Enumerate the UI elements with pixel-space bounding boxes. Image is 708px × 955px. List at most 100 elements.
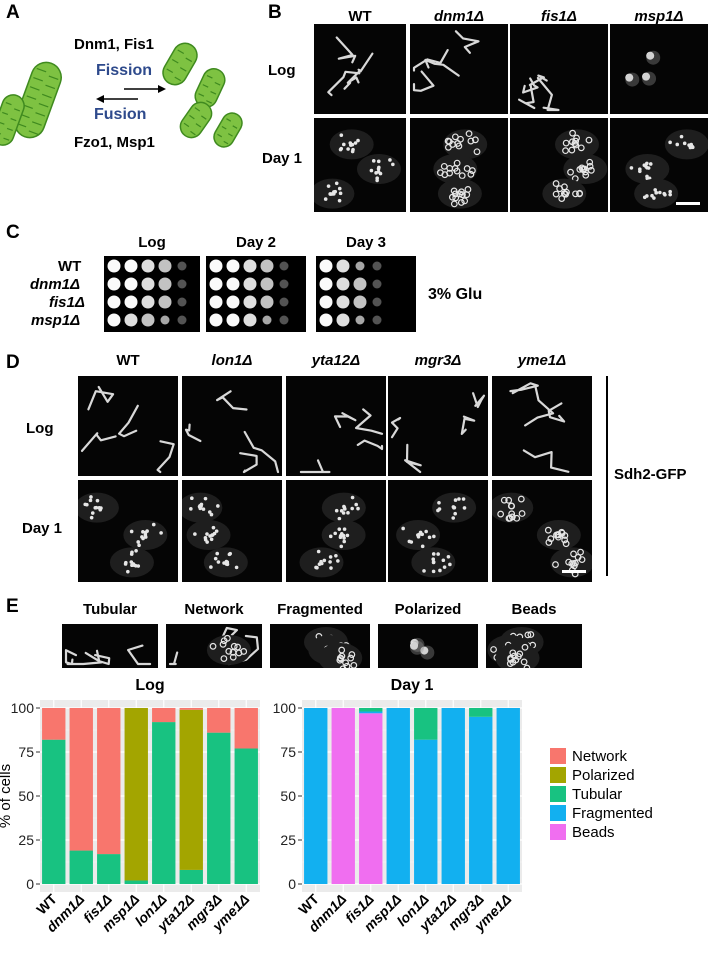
bar-fragmented-5 xyxy=(441,708,465,884)
morph-label-fragmented: Fragmented xyxy=(277,601,363,618)
bar-tubular-4 xyxy=(152,722,176,884)
legend-swatch-fragmented xyxy=(550,805,566,821)
bar-polarized-5 xyxy=(179,709,203,870)
bar-tubular-4 xyxy=(414,708,438,740)
legend-swatch-network xyxy=(550,748,566,764)
y-tick-label: 100 xyxy=(273,700,297,716)
bar-fragmented-2 xyxy=(359,711,383,714)
morph-label-tubular: Tubular xyxy=(83,601,137,618)
bar-network-7 xyxy=(234,708,258,749)
panel-d-log-wt xyxy=(78,376,178,476)
panel-d-row-day1: Day 1 xyxy=(22,520,63,537)
panel-c-condition: 3% Glu xyxy=(428,286,483,303)
morph-label-polarized: Polarized xyxy=(394,601,462,618)
bar-fragmented-6 xyxy=(469,716,493,884)
bar-network-5 xyxy=(179,708,203,710)
panel-c-time-day3: Day 3 xyxy=(345,234,387,251)
bar-tubular-3 xyxy=(124,880,148,884)
morph-example-tubular xyxy=(62,624,158,668)
y-tick-label: 75 xyxy=(18,744,34,760)
legend-label-fragmented: Fragmented xyxy=(572,805,653,822)
bar-tubular-7 xyxy=(234,748,258,884)
bar-beads-2 xyxy=(359,713,383,884)
bar-fragmented-3 xyxy=(386,708,410,884)
panel-b-log-msp1 xyxy=(610,24,708,114)
chart-title: Log xyxy=(135,677,164,694)
legend-label-network: Network xyxy=(572,748,628,765)
mito-dynamics-illustration xyxy=(0,42,243,148)
y-tick-label: 75 xyxy=(280,744,296,760)
chart-1: WTdnm1Δfis1Δmsp1Δlon1Δyta12Δmgr3Δyme1Δ02… xyxy=(273,677,522,935)
panel-b-col-dnm1: dnm1Δ xyxy=(433,8,485,25)
panel-b-day1-msp1 xyxy=(610,118,708,212)
bar-tubular-6 xyxy=(207,732,231,884)
bar-tubular-0 xyxy=(42,739,66,884)
legend-label-beads: Beads xyxy=(572,824,615,841)
bar-network-2 xyxy=(97,708,121,855)
panel-label-d: D xyxy=(6,352,20,373)
panel-b-log-dnm1 xyxy=(410,24,508,114)
panel-b-col-fis1: fis1Δ xyxy=(541,8,577,25)
bar-network-1 xyxy=(69,708,93,851)
mitochondrion-3 xyxy=(162,42,198,86)
panel-c-strain-dnm1: dnm1Δ xyxy=(30,276,81,293)
spot-plate-2 xyxy=(206,256,306,332)
legend-swatch-beads xyxy=(550,824,566,840)
y-tick-label: 50 xyxy=(18,788,34,804)
bar-network-6 xyxy=(207,708,231,733)
panel-d-marker-label: Sdh2-GFP xyxy=(614,466,687,483)
bar-polarized-3 xyxy=(124,708,148,881)
chart-0: WTdnm1Δfis1Δmsp1Δlon1Δyta12Δmgr3Δyme1Δ02… xyxy=(0,677,260,935)
morph-example-beads xyxy=(486,624,582,668)
chart-title: Day 1 xyxy=(391,677,434,694)
bar-tubular-2 xyxy=(359,708,383,712)
mitochondrion-2 xyxy=(0,94,25,146)
panel-d-col-yme1: yme1Δ xyxy=(517,352,567,369)
bar-beads-1 xyxy=(331,708,355,884)
panel-d-day1-yta12 xyxy=(286,480,386,582)
panel-d-col-lon1: lon1Δ xyxy=(211,352,253,369)
legend-label-polarized: Polarized xyxy=(572,767,635,784)
fusion-label: Fusion xyxy=(94,106,147,123)
mitochondrion-6 xyxy=(213,112,243,148)
bar-network-0 xyxy=(42,708,66,740)
fission-fusion-arrows-icon xyxy=(96,85,166,103)
bar-fragmented-0 xyxy=(304,708,328,884)
panel-b-col-wt: WT xyxy=(348,8,372,25)
panel-b-log-fis1 xyxy=(510,24,608,114)
bar-tubular-5 xyxy=(179,869,203,884)
y-tick-label: 0 xyxy=(288,876,296,892)
legend-swatch-polarized xyxy=(550,767,566,783)
bar-tubular-2 xyxy=(97,854,121,884)
y-tick-label: 25 xyxy=(280,832,296,848)
fission-proteins-label: Dnm1, Fis1 xyxy=(74,36,155,53)
bar-fragmented-4 xyxy=(414,739,438,884)
panel-d-day1-wt xyxy=(78,480,178,582)
panel-c-strain-msp1: msp1Δ xyxy=(31,312,81,329)
panel-b-log-wt xyxy=(314,24,406,114)
mitochondrion-1 xyxy=(14,61,62,139)
bar-fragmented-7 xyxy=(496,708,520,884)
bar-tubular-1 xyxy=(69,850,93,884)
panel-label-a: A xyxy=(6,2,20,23)
panel-b-day1-dnm1 xyxy=(410,118,508,212)
panel-d-day1-mgr3 xyxy=(388,480,488,582)
panel-b-day1-wt xyxy=(314,118,406,212)
panel-d-log-lon1 xyxy=(182,376,282,476)
spot-plate-3 xyxy=(316,256,416,332)
morph-example-network xyxy=(166,624,262,668)
y-tick-label: 50 xyxy=(280,788,296,804)
panel-d-row-log: Log xyxy=(26,420,54,437)
panel-d-bracket xyxy=(606,376,608,576)
panel-d-day1-lon1 xyxy=(182,480,282,582)
spot-plate-1 xyxy=(104,256,200,332)
y-tick-label: 100 xyxy=(11,700,35,716)
bar-tubular-6 xyxy=(469,708,493,717)
panel-d-log-yme1 xyxy=(492,376,592,476)
mitochondrion-5 xyxy=(179,101,213,139)
fission-label: Fission xyxy=(96,62,153,79)
panel-c-time-log: Log xyxy=(138,234,166,251)
panel-d-col-wt: WT xyxy=(116,352,140,369)
y-tick-label: 25 xyxy=(18,832,34,848)
